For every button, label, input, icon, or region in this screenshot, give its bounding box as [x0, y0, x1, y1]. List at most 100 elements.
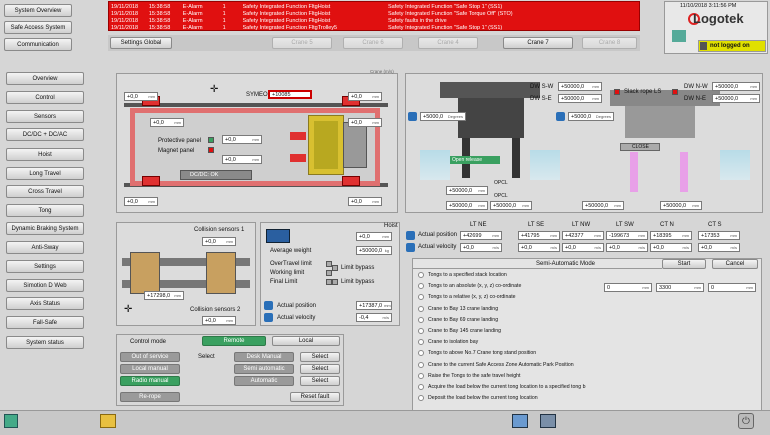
camera-icon[interactable]: [540, 414, 556, 428]
semi-cancel-button[interactable]: Cancel: [712, 259, 758, 269]
alarm-row[interactable]: 19/11/201815:38:58E-Alarm1Safety Integra…: [111, 17, 637, 24]
side-bottom-4: +50000,0mm: [582, 201, 624, 210]
lt-vel_label: Actual velocity: [418, 244, 456, 250]
actual-vel-label: Actual velocity: [277, 315, 315, 321]
exit-icon[interactable]: [4, 414, 18, 428]
light-cone-mid: [530, 150, 560, 180]
sidebar-item-cross-travel[interactable]: Cross Travel: [6, 185, 84, 198]
sidebar-item-fall-safe[interactable]: Fall-Safe: [6, 316, 84, 329]
semi-automatic-button[interactable]: Semi automatic: [234, 364, 294, 374]
semi-option-label[interactable]: Crane to Bay 13 crane landing: [428, 306, 498, 312]
sidebar-item-long-travel[interactable]: Long Travel: [6, 167, 84, 180]
alarm-row[interactable]: 19/11/201815:38:58E-Alarm1Safety Integra…: [111, 24, 637, 31]
folder-icon[interactable]: [100, 414, 116, 428]
semi-option-radio[interactable]: [418, 362, 424, 368]
symeo-value: +10085: [268, 90, 312, 99]
semi-option-label[interactable]: Crane to the current Safe Access Zone Au…: [428, 362, 574, 368]
avg-weight-label: Average weight: [270, 248, 311, 254]
semi-option-label[interactable]: Crane to Bay 69 crane landing: [428, 317, 498, 323]
tab-crane-7[interactable]: Crane 7: [503, 37, 573, 49]
automatic-button[interactable]: Automatic: [234, 376, 294, 386]
local-button[interactable]: Local: [272, 336, 340, 346]
semi-option-radio[interactable]: [418, 272, 424, 278]
re-rope-button[interactable]: Re-rope: [120, 392, 180, 402]
tab-crane-4[interactable]: Crane 4: [418, 37, 478, 49]
actual-vel-icon: [264, 313, 273, 322]
sidebar-item-tong[interactable]: Tong: [6, 204, 84, 217]
side-bottom-2: +50000,0mm: [446, 201, 488, 210]
semi-option-radio[interactable]: [418, 306, 424, 312]
tab-crane-8[interactable]: Crane 8: [582, 37, 637, 49]
semi-option-radio[interactable]: [418, 373, 424, 379]
local-manual-button[interactable]: Local manual: [120, 364, 180, 374]
sidebar-item-sensors[interactable]: Sensors: [6, 110, 84, 123]
power-icon[interactable]: ⏻: [738, 413, 754, 429]
dw-se-label: DW S-E: [530, 96, 552, 102]
semi-y-value[interactable]: 3300mm: [656, 283, 704, 292]
nav-system-overview[interactable]: System Overview: [4, 4, 72, 17]
sidebar-item-simotion-d-web[interactable]: Simotion D Web: [6, 279, 84, 292]
desk-manual-button[interactable]: Desk Manual: [234, 352, 294, 362]
sidebar-item-axis-status[interactable]: Axis Status: [6, 297, 84, 310]
semi-option-label[interactable]: Deposit the load below the current tong …: [428, 395, 538, 401]
semi-option-radio[interactable]: [418, 317, 424, 323]
semi-option-label[interactable]: Tongs to a specified stack location: [428, 272, 507, 278]
semi-z-value[interactable]: 0mm: [708, 283, 756, 292]
sidebar-item-anti-sway[interactable]: Anti-Sway: [6, 241, 84, 254]
alarm-row[interactable]: 19/11/201815:38:58E-Alarm1Safety Integra…: [111, 3, 637, 10]
select-desk-button[interactable]: Select: [300, 352, 340, 362]
tab-crane-6[interactable]: Crane 6: [343, 37, 403, 49]
wheel-br: [342, 176, 360, 186]
semi-option-label[interactable]: Raise the Tongs to the safe travel heigh…: [428, 373, 520, 379]
out-of-service-button[interactable]: Out of service: [120, 352, 180, 362]
sidebar-item-settings[interactable]: Settings: [6, 260, 84, 273]
semi-option-radio[interactable]: [418, 384, 424, 390]
semi-x-value[interactable]: 0mm: [604, 283, 652, 292]
alarm-time: 15:38:58: [149, 4, 183, 10]
nav-safe-access[interactable]: Safe Access System: [4, 21, 72, 34]
sidebar-item-dc-dc-dc-ac[interactable]: DC/DC + DC/AC: [6, 128, 84, 141]
sidebar-item-control[interactable]: Control: [6, 91, 84, 104]
semi-option-label[interactable]: Crane to Bay 145 crane landing: [428, 328, 501, 334]
select-semi-button[interactable]: Select: [300, 364, 340, 374]
remote-button[interactable]: Remote: [202, 336, 266, 346]
sidebar-item-overview[interactable]: Overview: [6, 72, 84, 85]
semi-start-button[interactable]: Start: [662, 259, 706, 269]
slack-rope-label: Slack rope LS: [624, 89, 661, 95]
semi-option-label[interactable]: Tongs to above No.7 Crane tong stand pos…: [428, 350, 536, 356]
nav-communication[interactable]: Communication: [4, 38, 72, 51]
lt-pos_label: Actual position: [418, 232, 457, 238]
gantry-right-body: [625, 106, 695, 138]
sidebar-item-system-status[interactable]: System status: [6, 336, 84, 349]
alarm-time: 15:38:58: [149, 25, 183, 31]
lt-positions-cell: +17353mm: [698, 231, 740, 240]
crane-top-bl: +0,0mm: [124, 197, 158, 206]
hoist-hook-icon: [266, 229, 290, 243]
alarm-num: 1: [223, 18, 243, 24]
sidebar-item-hoist[interactable]: Hoist: [6, 148, 84, 161]
lt-header: CT N: [660, 222, 674, 228]
semi-option-label[interactable]: Tongs to an absolute (x, y, z) co-ordina…: [428, 283, 521, 289]
trolley-body: [314, 121, 338, 169]
alarm-row[interactable]: 19/11/201815:38:58E-Alarm1Safety Integra…: [111, 10, 637, 17]
actual-pos-label: Actual position: [277, 303, 316, 309]
lt-header: LT NE: [470, 222, 486, 228]
network-icon[interactable]: [512, 414, 528, 428]
semi-option-label[interactable]: Crane to isolation bay: [428, 339, 478, 345]
reset-fault-button[interactable]: Reset fault: [290, 392, 340, 402]
semi-auto-title: Semi-Automatic Mode: [536, 261, 595, 267]
select-auto-button[interactable]: Select: [300, 376, 340, 386]
tab-crane-5[interactable]: Crane 5: [272, 37, 332, 49]
semi-option-label[interactable]: Tongs to a relative (x, y, z) co-ordinat…: [428, 294, 516, 300]
protective-panel-indicator: [208, 137, 214, 143]
settings-global-button[interactable]: Settings Global: [110, 37, 172, 49]
lt-header: LT SW: [616, 222, 634, 228]
semi-option-label[interactable]: Acquire the load below the current tong …: [428, 384, 585, 390]
alarm-text: Safety Integrated Function FltgHoist: [243, 18, 388, 24]
alarm-desc: Safety Integrated Function "Safe Stop 1"…: [388, 25, 637, 31]
semi-option-radio[interactable]: [418, 328, 424, 334]
slack-indicator-left: [614, 89, 620, 95]
radio-manual-button[interactable]: Radio manual: [120, 376, 180, 386]
sidebar-item-dynamic-braking-system[interactable]: Dynamic Braking System: [6, 222, 84, 235]
alarm-panel[interactable]: 19/11/201815:38:58E-Alarm1Safety Integra…: [108, 1, 640, 31]
